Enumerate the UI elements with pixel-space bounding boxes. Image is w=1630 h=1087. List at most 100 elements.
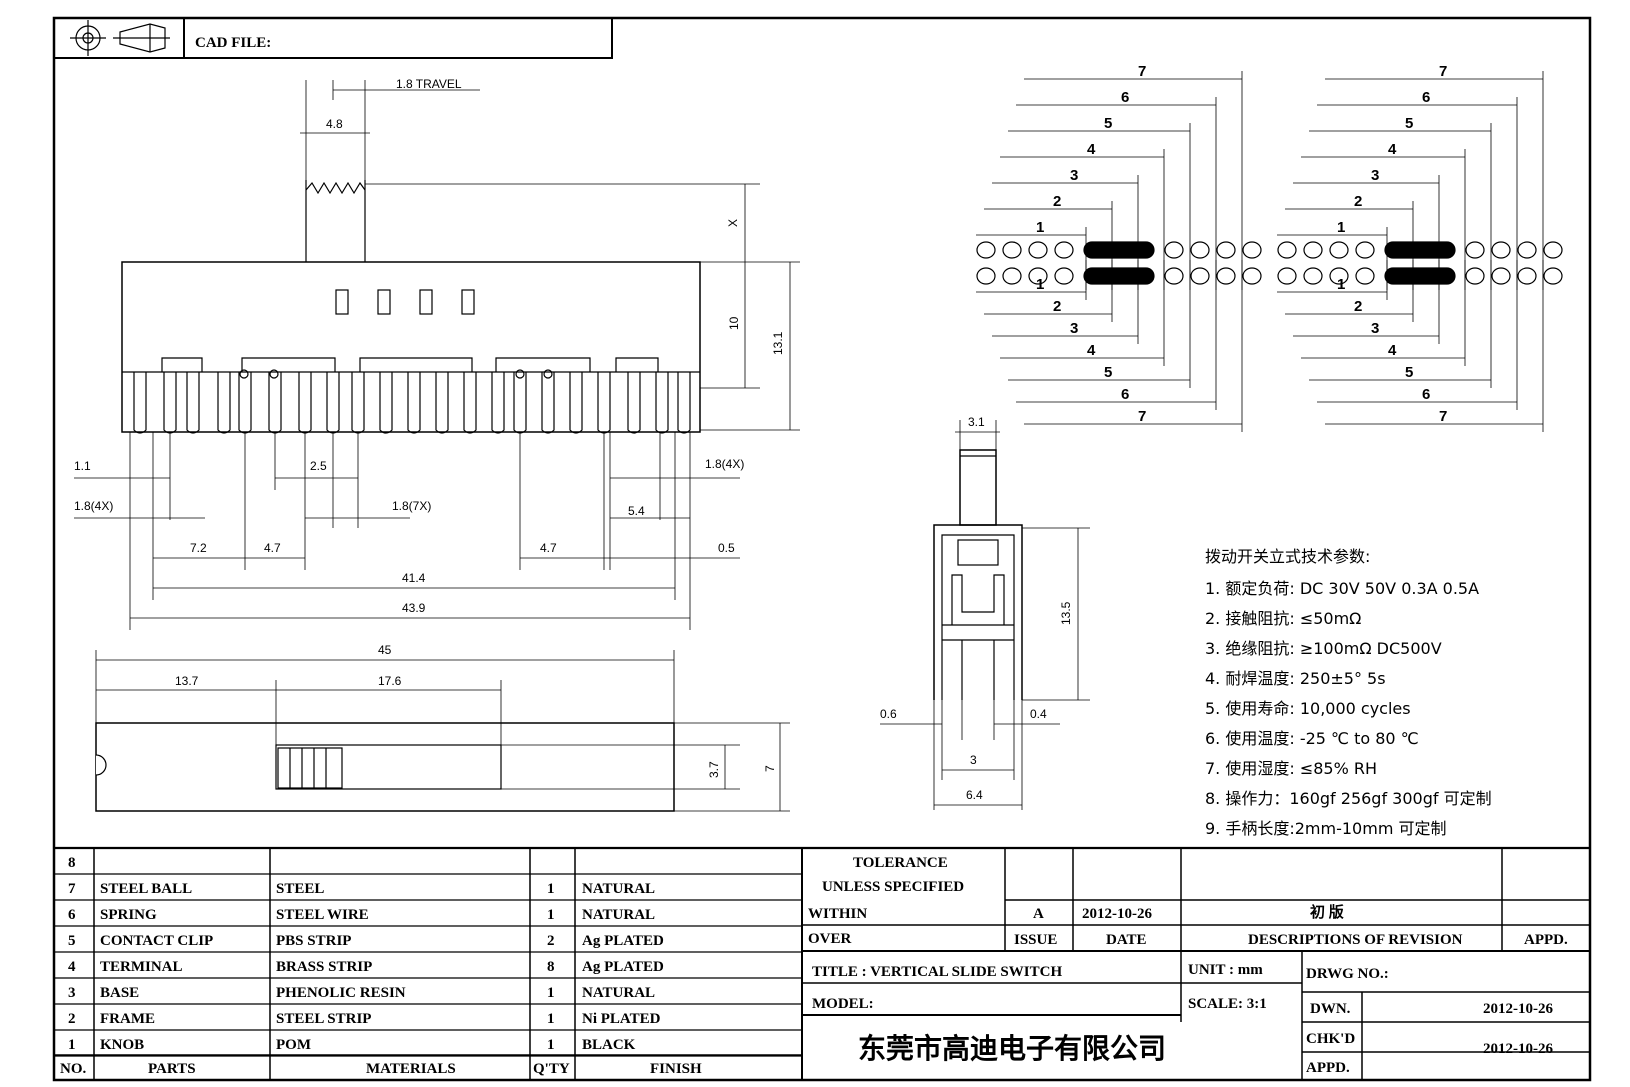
cad-file-label: CAD FILE: — [195, 35, 271, 51]
row-material: PHENOLIC RESIN — [276, 985, 406, 1001]
pcb-dim-label: 1 — [1036, 276, 1044, 293]
terminal-pin — [407, 372, 421, 434]
company-name: 东莞市高迪电子有限公司 — [858, 1032, 1166, 1065]
contact-pad — [1083, 267, 1155, 285]
pcb-dim-label: 7 — [1439, 63, 1447, 80]
row-finish: Ag PLATED — [582, 959, 664, 975]
spec-item: 7. 使用湿度: ≤85% RH — [1205, 759, 1377, 778]
row-no: 3 — [68, 985, 76, 1001]
tolerance-label: TOLERANCE — [853, 855, 948, 871]
spec-item: 3. 绝缘阻抗: ≥100mΩ DC500V — [1205, 639, 1442, 658]
model-label: MODEL: — [812, 996, 874, 1012]
row-part: CONTACT CLIP — [100, 933, 213, 949]
row-qty: 1 — [547, 1037, 555, 1053]
terminal-pin — [268, 372, 282, 434]
pcb-hole — [1164, 241, 1184, 259]
spec-item: 1. 额定负荷: DC 30V 50V 0.3A 0.5A — [1205, 579, 1479, 598]
terminal-pin — [217, 372, 231, 434]
pcb-hole — [1216, 241, 1236, 259]
spec-item: 4. 耐焊温度: 250±5° 5s — [1205, 669, 1386, 688]
pcb-dim-label: 6 — [1422, 386, 1430, 403]
pcb-dim-label: 3 — [1070, 167, 1078, 184]
dim-5-4: 5.4 — [628, 504, 645, 518]
terminal-pin — [463, 372, 477, 434]
unit-label: UNIT : mm — [1188, 962, 1263, 978]
spec-list: 拨动开关立式技术参数: 1. 额定负荷: DC 30V 50V 0.3A 0.5… — [1205, 547, 1492, 838]
dim-4-7-a: 4.7 — [264, 541, 281, 555]
dim-x: X — [726, 219, 740, 227]
pcb-hole — [1517, 267, 1537, 285]
spec-item: 9. 手柄长度:2mm-10mm 可定制 — [1205, 819, 1447, 838]
pcb-hole — [1303, 267, 1323, 285]
dim-13-1: 13.1 — [771, 331, 785, 355]
pcb-dim-label: 7 — [1138, 408, 1146, 425]
pcb-hole — [1543, 267, 1563, 285]
pcb-dim-label: 2 — [1053, 193, 1061, 210]
terminal-pin — [677, 372, 691, 434]
terminal-pin — [513, 372, 527, 434]
dim-0-6: 0.6 — [880, 707, 897, 721]
chkd-label: CHK'D — [1306, 1031, 1355, 1047]
terminal-pin — [627, 372, 641, 434]
row-qty: 1 — [547, 881, 555, 897]
date-value: 2012-10-26 — [1082, 906, 1152, 922]
top-view-dimensions — [95, 650, 790, 812]
row-part: TERMINAL — [100, 959, 183, 975]
dim-7-2: 7.2 — [190, 541, 207, 555]
terminal-pin — [379, 372, 393, 434]
pcb-hole — [1277, 241, 1297, 259]
pcb-hole — [1491, 267, 1511, 285]
pcb-dim-label: 4 — [1388, 342, 1397, 359]
pcb-hole — [1355, 267, 1375, 285]
dim-travel: 1.8 TRAVEL — [396, 77, 462, 91]
row-qty: 1 — [547, 985, 555, 1001]
terminal-pin — [298, 372, 312, 434]
row-part: KNOB — [100, 1037, 144, 1053]
row-qty: 1 — [547, 907, 555, 923]
pcb-dim-label: 4 — [1388, 141, 1397, 158]
dim-17-6: 17.6 — [378, 674, 402, 688]
terminal-pin — [351, 372, 365, 434]
row-finish: NATURAL — [582, 907, 655, 923]
row-finish: Ag PLATED — [582, 933, 664, 949]
dim-1-8-7x: 1.8(7X) — [392, 499, 431, 513]
dwn-label: DWN. — [1310, 1001, 1351, 1017]
side-view — [933, 449, 1023, 700]
pcb-hole — [1190, 267, 1210, 285]
pcb-dim-label: 6 — [1121, 386, 1129, 403]
pcb-dim-label: 2 — [1354, 298, 1362, 315]
pcb-dim-label: 7 — [1138, 63, 1146, 80]
pcb-dim-label: 7 — [1439, 408, 1447, 425]
pcb-hole — [1028, 267, 1048, 285]
pcb-hole — [1543, 241, 1563, 259]
row-no: 6 — [68, 907, 76, 923]
appd-header: APPD. — [1524, 932, 1568, 948]
terminal-pin — [238, 372, 252, 434]
row-qty: 2 — [547, 933, 555, 949]
terminal-pin — [133, 372, 147, 434]
contact-pad — [1384, 267, 1456, 285]
dim-4-7-b: 4.7 — [540, 541, 557, 555]
dim-43-9: 43.9 — [402, 601, 426, 615]
pcb-hole — [976, 241, 996, 259]
unless-specified: UNLESS SPECIFIED — [822, 879, 964, 895]
row-no: 5 — [68, 933, 76, 949]
appd-label: APPD. — [1306, 1060, 1350, 1076]
pcb-hole — [1277, 267, 1297, 285]
terminal-pin — [597, 372, 611, 434]
side-view-dimensions — [880, 420, 1090, 810]
terminal-pins — [133, 372, 691, 434]
dim-0-4: 0.4 — [1030, 707, 1047, 721]
pcb-dim-label: 2 — [1354, 193, 1362, 210]
pcb-hole — [1465, 267, 1485, 285]
dim-45: 45 — [378, 643, 392, 657]
pcb-hole — [1242, 267, 1262, 285]
pcb-dim-label: 3 — [1371, 320, 1379, 337]
row-part: SPRING — [100, 907, 157, 923]
pcb-hole — [1355, 241, 1375, 259]
row-no: 1 — [68, 1037, 76, 1053]
row-material: POM — [276, 1037, 311, 1053]
